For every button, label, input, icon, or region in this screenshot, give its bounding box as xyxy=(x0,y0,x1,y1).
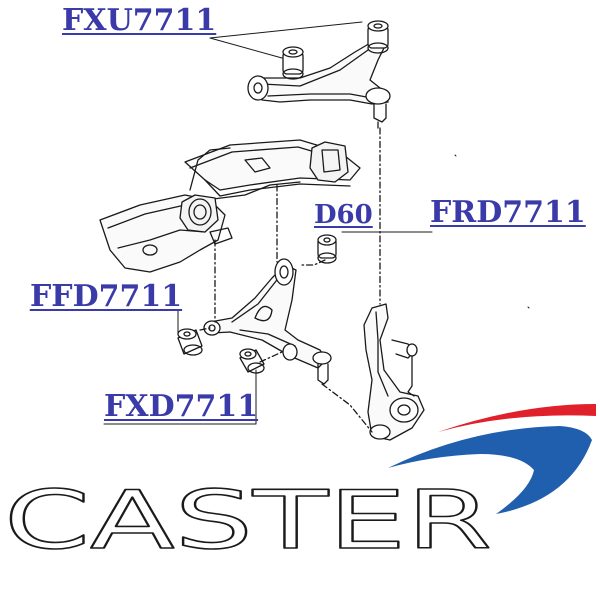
caster-logo: CASTER xyxy=(3,404,596,568)
subframe xyxy=(99,139,361,273)
upper-arm-bushing-front xyxy=(282,46,304,80)
lower-control-arm xyxy=(203,258,332,385)
part-label-frd7711[interactable]: FRD7711 xyxy=(430,195,586,230)
part-label-d60[interactable]: D60 xyxy=(314,200,373,230)
leader-lines xyxy=(29,21,433,425)
upper-control-arm xyxy=(247,41,391,129)
part-label-ffd7711[interactable]: FFD7711 xyxy=(30,279,183,314)
upper-arm-bushing-rear xyxy=(367,20,389,54)
part-label-fxd7711[interactable]: FXD7711 xyxy=(104,389,259,424)
logo-swoosh-blue xyxy=(388,426,592,514)
lower-arm-bushing-ffd xyxy=(177,328,203,356)
logo-swoosh-red xyxy=(438,404,596,432)
lower-arm-bushing-d60 xyxy=(317,234,337,264)
dimension-marks xyxy=(454,154,530,309)
assembly-guide-lines xyxy=(199,127,381,433)
steering-knuckle xyxy=(363,303,425,441)
part-label-fxu7711[interactable]: FXU7711 xyxy=(62,3,217,38)
lower-arm-bushing-fxd xyxy=(239,348,265,374)
logo-wordmark: CASTER xyxy=(4,474,492,567)
